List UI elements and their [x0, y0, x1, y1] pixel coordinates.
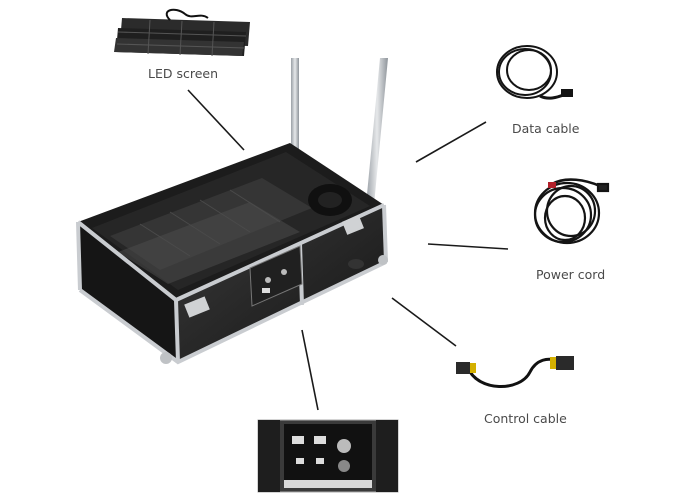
- pointer-line-data: [415, 121, 487, 163]
- label-control-cable: Control cable: [484, 411, 567, 426]
- pointer-line-panel: [301, 329, 319, 411]
- label-data-cable: Data cable: [512, 121, 580, 136]
- label-power-cord: Power cord: [536, 267, 606, 282]
- case-handles: [291, 58, 388, 205]
- pointer-line-led: [187, 89, 245, 151]
- pointer-line-control: [391, 297, 457, 347]
- led-screen-icon: [114, 8, 250, 57]
- data-cable-icon: [496, 45, 573, 100]
- control-cable-icon: [456, 356, 574, 388]
- power-cord-icon: [533, 178, 610, 245]
- flight-case: [76, 143, 388, 365]
- pointer-line-power: [427, 243, 509, 250]
- label-led-screen: LED screen: [148, 66, 219, 81]
- pointer-lines: [187, 89, 509, 411]
- control-panel-closeup: [257, 419, 399, 493]
